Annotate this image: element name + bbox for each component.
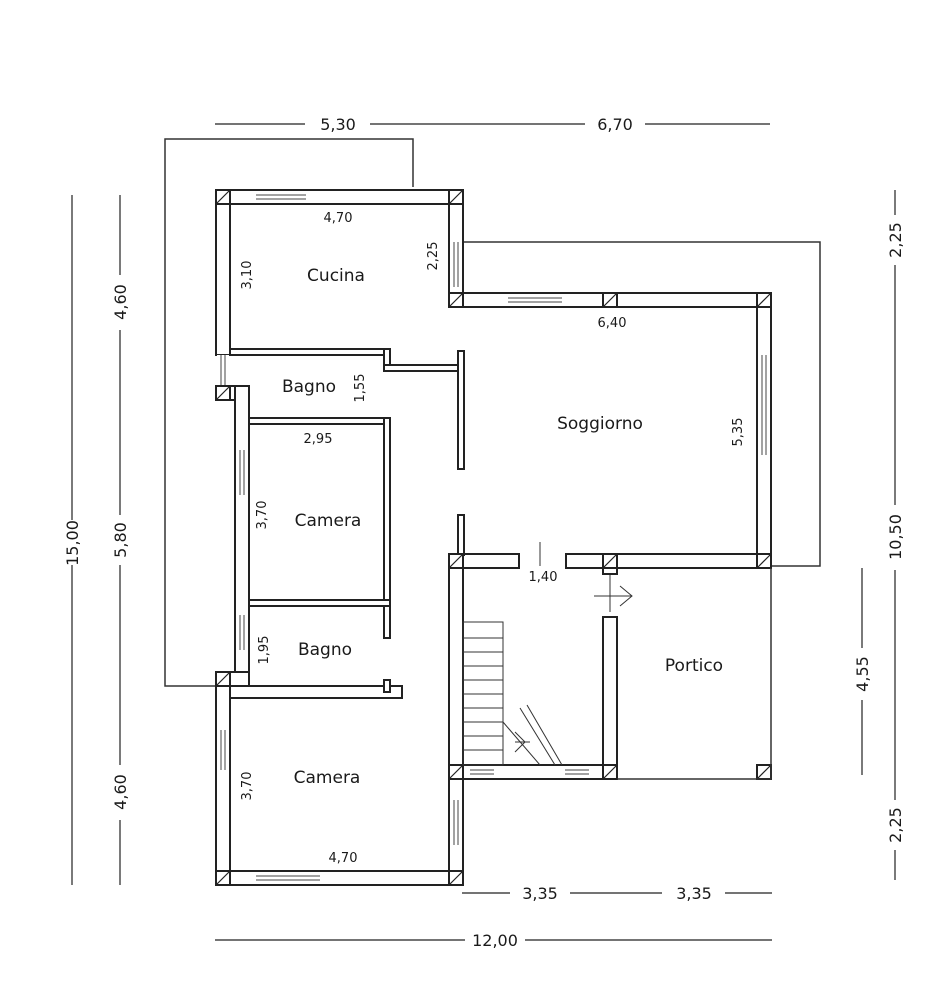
dim-bottom-left: 3,35	[522, 884, 558, 903]
dim-left-middle: 5,80	[111, 522, 130, 558]
dim-right-bottom: 2,25	[886, 807, 905, 843]
measure-soggiorno-depth: 5,35	[731, 418, 746, 447]
room-label-camera-bottom: Camera	[294, 768, 361, 788]
dim-bottom-right: 3,35	[676, 884, 712, 903]
room-label-bagno-low: Bagno	[298, 640, 352, 660]
measure-camera-bottom-width: 4,70	[329, 851, 358, 866]
measure-camera-bottom-depth: 3,70	[240, 772, 255, 801]
room-label-portico: Portico	[665, 656, 723, 676]
room-label-bagno-top: Bagno	[282, 377, 336, 397]
dimension-lines	[71, 123, 896, 941]
measure-cucina-width: 4,70	[324, 211, 353, 226]
measure-camera-mid-width: 2,95	[304, 432, 333, 447]
dim-right-middle: 4,55	[853, 656, 872, 692]
measure-bagno-low-depth: 1,95	[257, 636, 272, 665]
measure-door-width: 1,40	[529, 570, 558, 585]
dim-left-upper: 4,60	[111, 284, 130, 320]
measure-cucina-side: 2,25	[426, 242, 441, 271]
dim-bottom-total: 12,00	[472, 931, 518, 950]
columns	[215, 189, 772, 886]
dim-right-total: 10,50	[886, 514, 905, 560]
room-label-camera-mid: Camera	[295, 511, 362, 531]
right-overhang-outline	[460, 241, 821, 567]
room-label-cucina: Cucina	[307, 266, 365, 286]
portico-outline	[617, 568, 772, 780]
measure-cucina-depth: 3,10	[240, 261, 255, 290]
windows	[217, 191, 770, 884]
measure-camera-mid-depth: 3,70	[255, 501, 270, 530]
left-overhang-outline	[164, 138, 414, 687]
dim-top-left: 5,30	[320, 115, 356, 134]
measure-bagno-top-depth: 1,55	[353, 374, 368, 403]
dim-top-right: 6,70	[597, 115, 633, 134]
dim-left-lower: 4,60	[111, 774, 130, 810]
dim-right-top: 2,25	[886, 222, 905, 258]
room-label-soggiorno: Soggiorno	[557, 414, 643, 434]
staircase	[462, 621, 563, 766]
entry-door-symbol	[539, 542, 633, 612]
measure-soggiorno-width: 6,40	[598, 316, 627, 331]
dim-left-total: 15,00	[63, 520, 82, 566]
